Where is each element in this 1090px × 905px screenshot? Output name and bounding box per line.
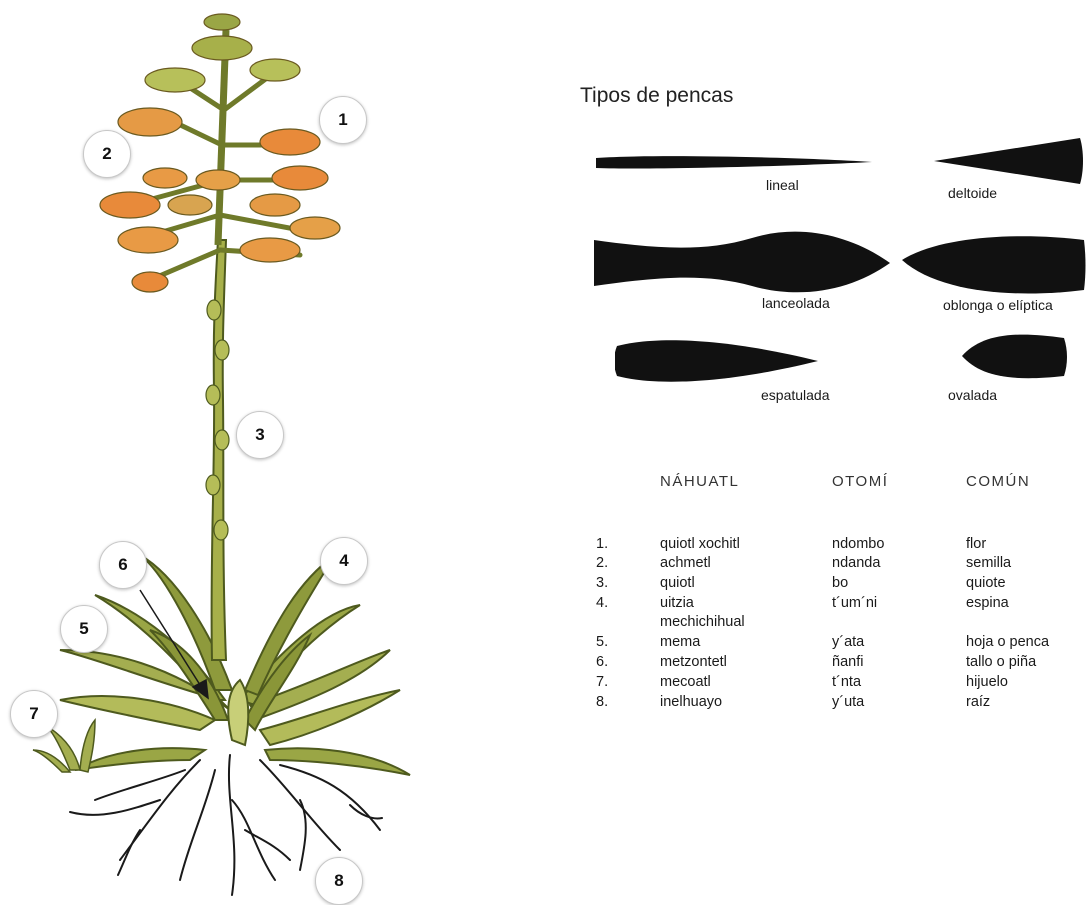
row-number: 2. bbox=[596, 555, 608, 571]
leaf-shape-lanceolada bbox=[592, 228, 892, 298]
cell-nahuatl: quiotl xochitl bbox=[660, 536, 740, 552]
leaf-label-ovalada: ovalada bbox=[948, 387, 997, 403]
cell-otomi: t´um´ni bbox=[832, 595, 877, 611]
callout-2: 2 bbox=[83, 130, 131, 178]
leaf-shape-ovalada bbox=[960, 330, 1068, 382]
leaf-shape-lineal bbox=[594, 150, 874, 176]
callout-5: 5 bbox=[60, 605, 108, 653]
column-header-nahuatl: NÁHUATL bbox=[660, 473, 739, 490]
row-number: 1. bbox=[596, 536, 608, 552]
cell-nahuatl: mechichihual bbox=[660, 614, 745, 630]
cell-comun: hoja o penca bbox=[966, 634, 1049, 650]
cell-otomi: ndanda bbox=[832, 555, 880, 571]
cell-nahuatl: metzontetl bbox=[660, 654, 727, 670]
leaf-shape-espatulada bbox=[615, 336, 820, 386]
cell-nahuatl: inelhuayo bbox=[660, 694, 722, 710]
rosette-front-leaves bbox=[60, 630, 410, 775]
column-header-comun: COMÚN bbox=[966, 473, 1030, 490]
leaf-types-title: Tipos de pencas bbox=[580, 84, 733, 108]
cell-otomi: ndombo bbox=[832, 536, 884, 552]
row-number: 5. bbox=[596, 634, 608, 650]
cell-otomi: t´nta bbox=[832, 674, 861, 690]
cell-nahuatl: mecoatl bbox=[660, 674, 711, 690]
cell-comun: raíz bbox=[966, 694, 990, 710]
callout-1: 1 bbox=[319, 96, 367, 144]
cell-nahuatl: quiotl bbox=[660, 575, 695, 591]
agave-plant-illustration bbox=[0, 0, 560, 901]
row-number: 3. bbox=[596, 575, 608, 591]
leaf-label-lineal: lineal bbox=[766, 177, 799, 193]
cell-comun: espina bbox=[966, 595, 1009, 611]
callout-8: 8 bbox=[315, 857, 363, 905]
leaf-label-espatulada: espatulada bbox=[761, 387, 830, 403]
cell-comun: quiote bbox=[966, 575, 1006, 591]
callout-3: 3 bbox=[236, 411, 284, 459]
leaf-label-deltoide: deltoide bbox=[948, 185, 997, 201]
cell-comun: hijuelo bbox=[966, 674, 1008, 690]
leaf-shape-oblonga bbox=[900, 232, 1086, 298]
cell-nahuatl: uitzia bbox=[660, 595, 694, 611]
row-number: 4. bbox=[596, 595, 608, 611]
row-number: 6. bbox=[596, 654, 608, 670]
cell-otomi: y´ata bbox=[832, 634, 864, 650]
row-number: 8. bbox=[596, 694, 608, 710]
leaf-label-lanceolada: lanceolada bbox=[762, 295, 830, 311]
cell-nahuatl: achmetl bbox=[660, 555, 711, 571]
leaf-shape-deltoide bbox=[932, 136, 1084, 186]
cell-otomi: bo bbox=[832, 575, 848, 591]
callout-4: 4 bbox=[320, 537, 368, 585]
cell-nahuatl: mema bbox=[660, 634, 700, 650]
callout-7: 7 bbox=[10, 690, 58, 738]
leaf-label-oblonga: oblonga o elíptica bbox=[943, 297, 1053, 313]
cell-comun: tallo o piña bbox=[966, 654, 1036, 670]
cell-comun: flor bbox=[966, 536, 986, 552]
column-header-otomi: OTOMÍ bbox=[832, 473, 888, 490]
row-number: 7. bbox=[596, 674, 608, 690]
cell-comun: semilla bbox=[966, 555, 1011, 571]
callout-6: 6 bbox=[99, 541, 147, 589]
cell-otomi: y´uta bbox=[832, 694, 864, 710]
cell-otomi: ñanfi bbox=[832, 654, 863, 670]
